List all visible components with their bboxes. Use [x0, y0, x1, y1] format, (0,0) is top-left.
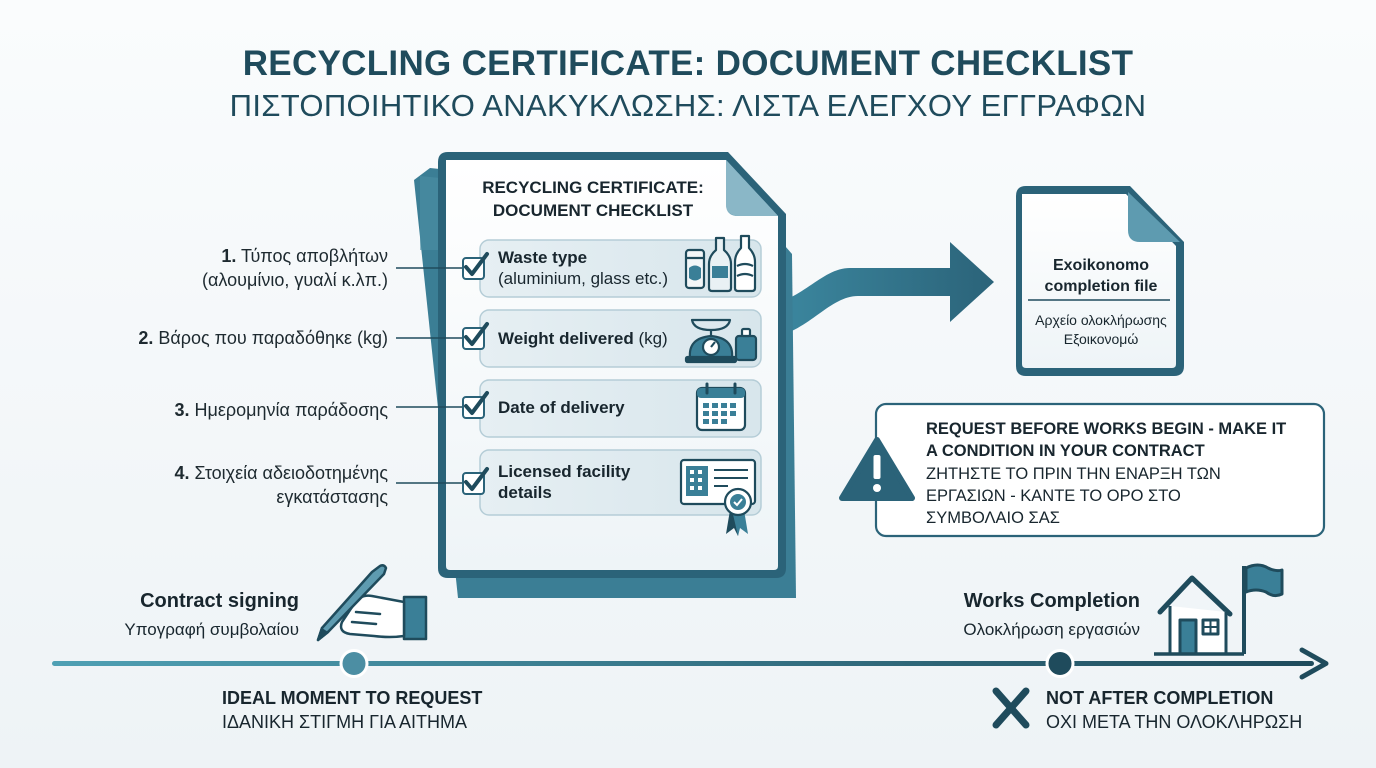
exoikonomo-title-line: completion file [1044, 278, 1158, 295]
label-number: 3. [174, 400, 190, 420]
timeline-end-marker [1045, 649, 1075, 678]
checklist-item-facility: Licensed facility details [498, 461, 630, 503]
document-title-line: DOCUMENT CHECKLIST [492, 201, 694, 220]
exoikonomo-sub-line: Αρχείο ολοκλήρωσης [1035, 312, 1167, 328]
file-icon [1016, 186, 1184, 376]
check-icon [462, 252, 489, 495]
warning-text-en: REQUEST BEFORE WORKS BEGIN - MAKE IT A C… [926, 418, 1316, 462]
label-number: 2. [138, 328, 154, 348]
label-line: Βάρος που παραδόθηκε (kg) [153, 328, 388, 348]
not-after-note-gr: ΟΧΙ ΜΕΤΑ ΤΗΝ ΟΛΟΚΛΗΡΩΣΗ [1046, 712, 1303, 732]
works-completion-label-gr: Ολοκλήρωση εργασιών [963, 620, 1140, 639]
exoikonomo-subtitle: Αρχείο ολοκλήρωσης Εξοικονομώ [1016, 311, 1186, 349]
not-after-note: NOT AFTER COMPLETION [1046, 688, 1274, 708]
calendar-icon [695, 382, 747, 432]
warning-line: ΕΡΓΑΣΙΩΝ - ΚΑΝΤΕ ΤΟ ΟΡΟ ΣΤΟ [926, 487, 1181, 505]
warning-line: ΖΗΤΗΣΤΕ ΤΟ ΠΡΙΝ ΤΗΝ ΕΝΑΡΞΗ ΤΩΝ [926, 465, 1221, 483]
certificate-icon [679, 458, 757, 536]
ideal-moment-note: IDEAL MOMENT TO REQUEST [222, 688, 483, 708]
checklist-item-weight: Weight delivered (kg) [498, 328, 668, 349]
exoikonomo-sub-line: Εξοικονομώ [1063, 331, 1139, 347]
left-label-date: 3. Ημερομηνία παράδοσης [175, 398, 389, 422]
checklist-item-waste-type: Waste type (aluminium, glass etc.) [498, 247, 668, 289]
label-line: (αλουμίνιο, γυαλί κ.λπ.) [201, 270, 388, 290]
label-line: Τύπος αποβλήτων [236, 246, 388, 266]
item-title: Waste type [498, 248, 588, 267]
contract-signing-label-gr: Υπογραφή συμβολαίου [124, 620, 299, 639]
scale-icon [684, 318, 758, 364]
page-title: RECYCLING CERTIFICATE: DOCUMENT CHECKLIS… [242, 44, 1134, 83]
contract-signing-label: Contract signing [140, 590, 299, 612]
item-title: details [498, 483, 552, 502]
item-title: Date of delivery [498, 398, 625, 417]
bottles-cans-icon [684, 234, 757, 293]
left-label-waste-type: 1. Τύπος αποβλήτων (αλουμίνιο, γυαλί κ.λ… [202, 244, 388, 292]
label-number: 4. [174, 463, 190, 483]
item-detail: (aluminium, glass etc.) [498, 269, 669, 288]
house-flag-icon [1154, 563, 1284, 656]
left-label-weight: 2. Βάρος που παραδόθηκε (kg) [138, 326, 388, 350]
exoikonomo-title: Exoikonomo completion file [1018, 255, 1184, 297]
page-subtitle: ΠΙΣΤΟΠΟΙΗΤΙΚΟ ΑΝΑΚΥΚΛΩΣΗΣ: ΛΙΣΤΑ ΕΛΕΓΧΟΥ… [229, 88, 1147, 123]
warning-icon [839, 437, 915, 501]
flow-arrow [760, 242, 994, 338]
label-number: 1. [221, 246, 237, 266]
hand-pen-icon [316, 564, 428, 642]
document-title-line: RECYCLING CERTIFICATE: [482, 178, 704, 197]
document-title: RECYCLING CERTIFICATE: DOCUMENT CHECKLIS… [448, 176, 738, 222]
warning-line: ΣΥΜΒΟΛΑΙΟ ΣΑΣ [926, 509, 1060, 527]
timeline-start-marker [339, 649, 369, 678]
works-completion-label: Works Completion [963, 590, 1140, 612]
label-line: Ημερομηνία παράδοσης [189, 400, 388, 420]
label-line: εγκατάστασης [276, 487, 388, 507]
exoikonomo-title-line: Exoikonomo [1052, 257, 1149, 274]
warning-line: A CONDITION IN YOUR CONTRACT [926, 442, 1205, 460]
label-connectors [396, 267, 462, 484]
warning-line: REQUEST BEFORE WORKS BEGIN - MAKE IT [926, 420, 1287, 438]
item-title: Weight delivered [498, 329, 634, 348]
x-icon [992, 687, 1030, 729]
warning-text-gr: ΖΗΤΗΣΤΕ ΤΟ ΠΡΙΝ ΤΗΝ ΕΝΑΡΞΗ ΤΩΝ ΕΡΓΑΣΙΩΝ … [926, 463, 1316, 529]
checklist-item-date: Date of delivery [498, 397, 625, 418]
label-line: Στοιχεία αδειοδοτημένης [189, 463, 388, 483]
ideal-moment-note-gr: ΙΔΑΝΙΚΗ ΣΤΙΓΜΗ ΓΙΑ ΑΙΤΗΜΑ [222, 712, 468, 732]
item-detail: (kg) [633, 329, 668, 348]
timeline-line [52, 647, 1329, 680]
left-label-facility: 4. Στοιχεία αδειοδοτημένης εγκατάστασης [175, 461, 388, 509]
item-title: Licensed facility [498, 462, 631, 481]
